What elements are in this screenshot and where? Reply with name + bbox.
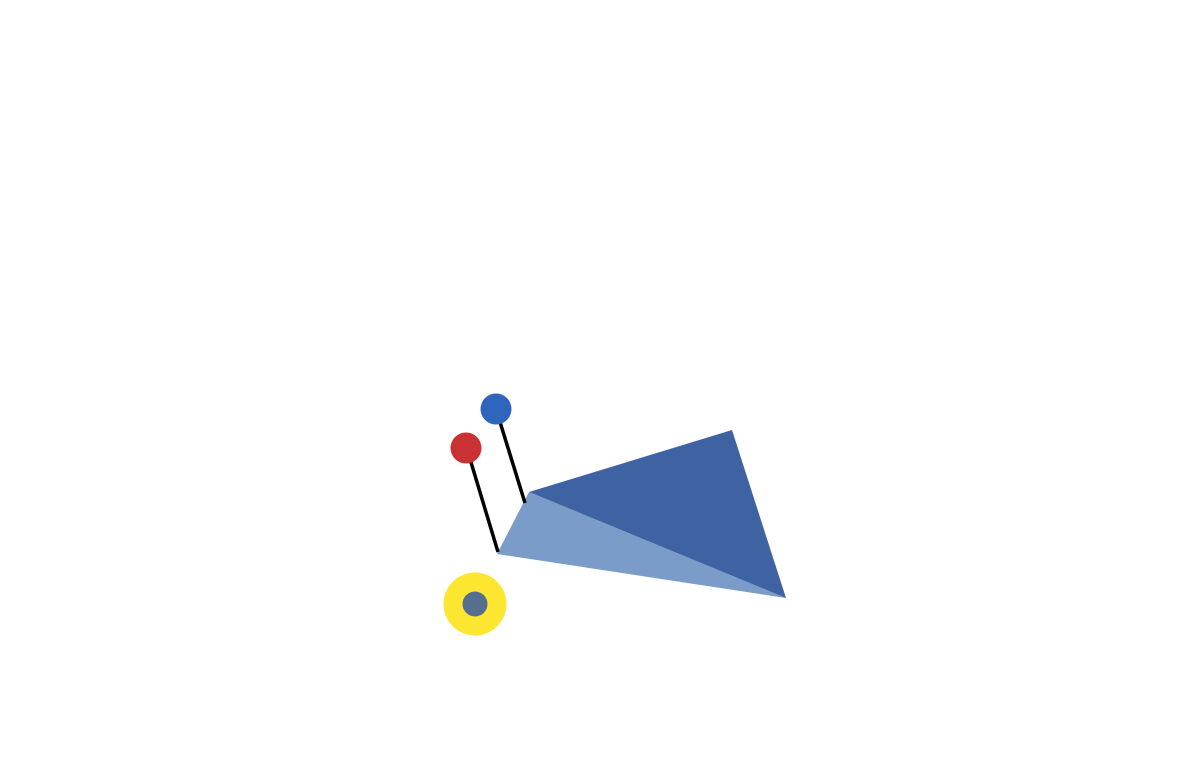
blue-ball-icon	[480, 393, 512, 425]
red-ball-icon	[450, 432, 482, 464]
wing-light-face	[497, 492, 786, 598]
stick-left	[465, 448, 500, 553]
wing-dark-face	[529, 430, 786, 598]
yellow-ring-icon	[443, 572, 507, 636]
yellow-ring-core	[462, 591, 488, 617]
stick-right	[494, 408, 527, 504]
